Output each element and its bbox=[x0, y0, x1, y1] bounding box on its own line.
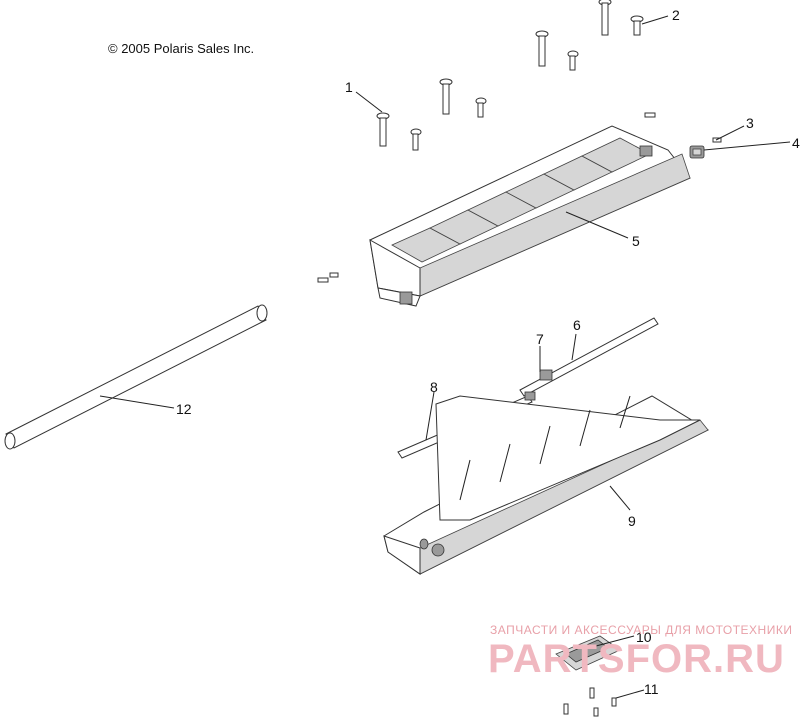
watermark-tagline: ЗАПЧАСТИ И АКСЕССУАРЫ ДЛЯ МОТОТЕХНИКИ bbox=[490, 623, 792, 637]
callout-11: 11 bbox=[644, 681, 659, 697]
callout-12: 12 bbox=[176, 401, 192, 417]
bolt bbox=[535, 30, 549, 67]
callout-6: 6 bbox=[573, 317, 581, 333]
callout-4: 4 bbox=[792, 135, 800, 151]
pad-row bbox=[391, 137, 651, 263]
long-shaft bbox=[4, 304, 268, 450]
leader-lines bbox=[99, 15, 791, 699]
clip-part bbox=[689, 145, 705, 159]
bracket bbox=[539, 369, 553, 381]
callout-2: 2 bbox=[672, 7, 680, 23]
rod-upper bbox=[519, 317, 659, 397]
callout-5: 5 bbox=[632, 233, 640, 249]
callout-7: 7 bbox=[536, 331, 544, 347]
bolt bbox=[598, 0, 612, 36]
callout-9: 9 bbox=[628, 513, 636, 529]
screw-group-bottom bbox=[563, 687, 617, 717]
lower-tray bbox=[383, 395, 710, 575]
watermark: ЗАПЧАСТИ И АКСЕССУАРЫ ДЛЯ МОТОТЕХНИКИ PA… bbox=[488, 623, 792, 681]
upper-rail-assembly bbox=[369, 125, 691, 307]
bolt bbox=[475, 97, 487, 118]
callout-3: 3 bbox=[746, 115, 754, 131]
tray-ribs bbox=[459, 395, 631, 501]
callout-1: 1 bbox=[345, 79, 353, 95]
bolt bbox=[439, 78, 453, 115]
bolt bbox=[410, 128, 422, 151]
bolt bbox=[376, 112, 390, 147]
bolt bbox=[567, 50, 579, 71]
callout-10: 10 bbox=[636, 629, 652, 645]
callout-8: 8 bbox=[430, 379, 438, 395]
copyright-text: © 2005 Polaris Sales Inc. bbox=[108, 41, 254, 56]
bracket bbox=[524, 391, 536, 401]
bolt bbox=[630, 15, 644, 36]
callout-labels: 1 2 3 4 5 6 7 8 9 10 11 12 bbox=[176, 7, 800, 697]
watermark-logo: PARTSFOR.RU bbox=[488, 637, 785, 681]
